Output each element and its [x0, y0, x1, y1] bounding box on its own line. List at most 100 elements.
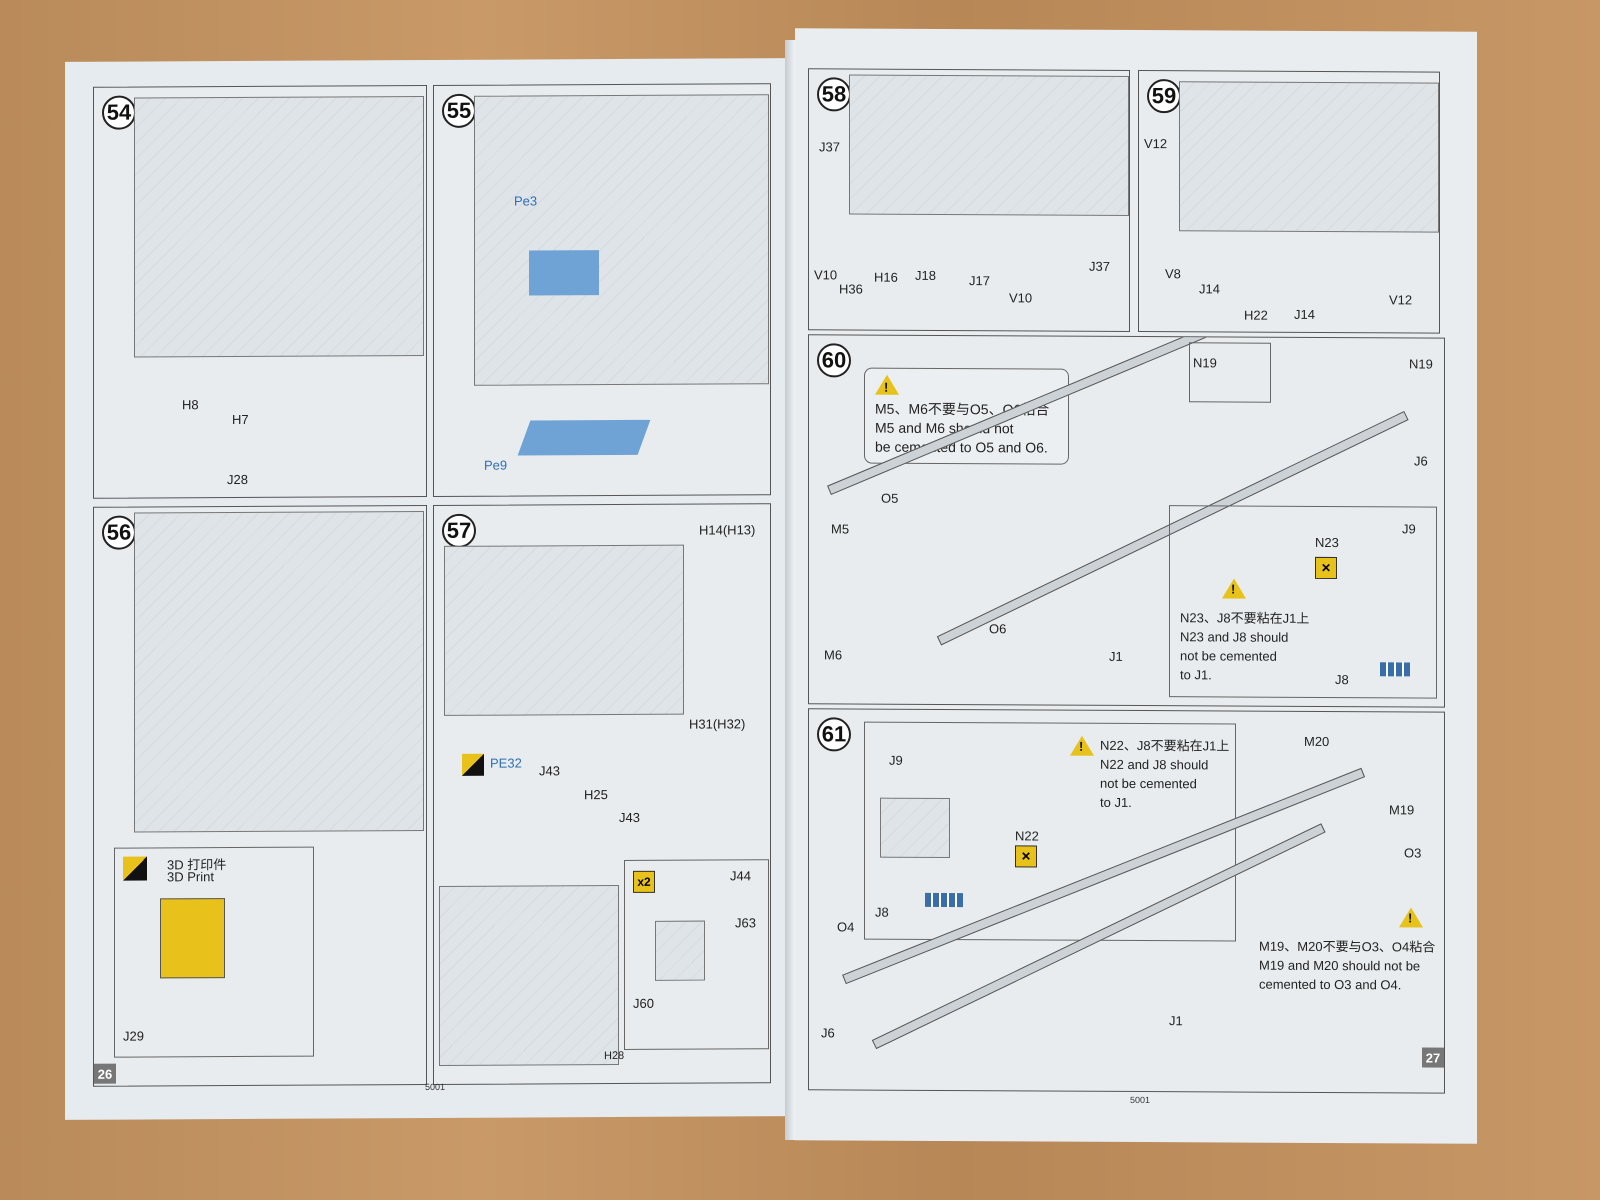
note-en: to J1. [1180, 667, 1212, 683]
warning-note: N22、J8不要粘在J1上 N22 and J8 should not be c… [1100, 736, 1229, 813]
jerrycan-inset: x2 J44 J63 J60 [624, 859, 769, 1050]
vehicle-cab-drawing [134, 96, 424, 358]
part-label: Pe3 [514, 193, 538, 209]
part-label: J8 [875, 904, 889, 920]
j9-inset: J9 N22 ✕ J8 N22、J8不要粘在J1上 N22 and J8 sho… [864, 721, 1236, 942]
part-label: H8 [182, 397, 199, 413]
part-label: J60 [633, 995, 654, 1011]
part-label: M20 [1304, 733, 1330, 750]
note-cn: M19、M20不要与O3、O4粘合 [1259, 938, 1436, 955]
step-54-panel: 54 H8 H7 J28 [93, 85, 427, 499]
part-label: J1 [1169, 1013, 1183, 1029]
j8-part [925, 892, 963, 908]
part-label: J37 [819, 139, 840, 155]
part-label: J8 [1335, 672, 1349, 688]
n23-inset: N23 ✕ J9 N23、J8不要粘在J1上 N23 and J8 should… [1169, 505, 1437, 699]
part-label: J6 [821, 1025, 835, 1041]
do-not-glue-icon: ✕ [1015, 845, 1037, 868]
part-label: J63 [735, 915, 756, 931]
part-label: J9 [889, 752, 903, 768]
step-60-panel: 60 M5、M6不要与O5、O6粘合 M5 and M6 should not … [808, 334, 1445, 708]
step-number: 57 [442, 513, 476, 548]
part-label: H36 [839, 281, 863, 297]
part-label: H31(H32) [689, 716, 746, 732]
chassis-drawing [439, 885, 619, 1066]
note-cn: N22、J8不要粘在J1上 [1100, 737, 1230, 754]
step-number: 59 [1147, 79, 1181, 114]
part-label: H25 [584, 787, 608, 803]
warning-icon [1222, 578, 1246, 599]
part-label: V8 [1165, 266, 1181, 282]
part-label: H16 [874, 269, 898, 285]
step-number: 56 [102, 515, 136, 550]
note-en: N23 and J8 should [1180, 629, 1289, 645]
chassis-drawing [444, 544, 684, 716]
warning-note: M5、M6不要与O5、O6粘合 M5 and M6 should not be … [864, 367, 1069, 465]
part-label: J44 [730, 868, 751, 884]
note-cn: N23、J8不要粘在J1上 [1180, 610, 1310, 626]
left-page: 54 H8 H7 J28 55 Pe3 Pe9 56 3D 打印件 3D Pri… [65, 58, 795, 1120]
note-en: not be cemented [1100, 775, 1197, 792]
step-number: 61 [817, 717, 851, 752]
step-58-panel: 58 J37 V10 H36 H16 J18 J17 V10 J37 [808, 68, 1130, 332]
step-56-panel: 56 3D 打印件 3D Print J29 26 [93, 505, 427, 1087]
quantity-badge: x2 [633, 870, 655, 893]
part-label: J17 [969, 273, 990, 289]
step-59-panel: 59 V12 V8 J14 H22 J14 V12 [1138, 70, 1440, 334]
part-label: O5 [881, 490, 899, 506]
jerrycan-drawing [655, 920, 705, 981]
part-label: V12 [1144, 136, 1168, 152]
vehicle-cab-drawing [474, 94, 769, 386]
j8-part [1380, 662, 1410, 677]
right-page: 58 J37 V10 H36 H16 J18 J17 V10 J37 59 V1… [795, 28, 1477, 1144]
step-number: 60 [817, 343, 851, 378]
part-label: J14 [1294, 306, 1315, 322]
part-label: H7 [232, 411, 249, 428]
note-en: N22 and J8 should [1100, 756, 1209, 773]
note-en: not be cemented [1180, 648, 1277, 664]
part-label: M6 [824, 647, 843, 663]
part-label: J37 [1089, 258, 1110, 274]
page-number: 27 [1422, 1047, 1444, 1068]
part-label: V12 [1389, 292, 1413, 308]
part-label: V10 [814, 267, 838, 283]
3d-print-inset: 3D 打印件 3D Print J29 [114, 846, 314, 1058]
part-label: H22 [1244, 307, 1268, 323]
part-label: J43 [619, 809, 640, 826]
step-55-panel: 55 Pe3 Pe9 [433, 83, 771, 497]
photo-etch-grille [529, 250, 599, 296]
part-label: J9 [1402, 521, 1416, 537]
product-code: 5001 [425, 1081, 446, 1093]
part-label: J6 [1414, 453, 1428, 469]
part-label: H28 [604, 1049, 625, 1063]
part-label: J28 [227, 471, 248, 488]
step-number: 54 [102, 95, 136, 130]
n19-inset: N19 [1189, 342, 1271, 403]
part-label: N23 [1315, 534, 1339, 551]
part-label: PE32 [490, 755, 522, 771]
part-label: N19 [1193, 355, 1217, 371]
do-not-glue-icon: ✕ [1315, 556, 1337, 580]
warning-icon [1399, 907, 1423, 928]
printed-part [160, 898, 225, 979]
part-label: N22 [1015, 828, 1039, 844]
3d-print-icon [462, 753, 484, 776]
page-number: 26 [94, 1063, 116, 1084]
part-label: J43 [539, 763, 560, 779]
part-label: J18 [915, 267, 936, 283]
3d-print-icon [123, 856, 147, 881]
step-61-panel: 61 J9 N22 ✕ J8 N22、J8不要粘在J1上 N22 and J8 … [808, 708, 1445, 1094]
note-en: be cemented to O5 and O6. [875, 438, 1048, 456]
part-label: J29 [123, 1028, 144, 1044]
warning-note: M19、M20不要与O3、O4粘合 M19 and M20 should not… [1259, 937, 1435, 995]
rail-end-drawing [880, 797, 950, 859]
vehicle-side-drawing [134, 511, 424, 833]
step-57-panel: 57 H14(H13) H31(H32) PE32 J43 H25 J43 x2… [433, 503, 771, 1085]
warning-icon [875, 374, 899, 395]
note-en: to J1. [1100, 794, 1132, 810]
part-label: V10 [1009, 290, 1033, 306]
part-label: J1 [1109, 648, 1123, 664]
note-en: cemented to O3 and O4. [1259, 976, 1402, 993]
part-label: J14 [1199, 281, 1220, 297]
part-label: N19 [1409, 356, 1433, 372]
